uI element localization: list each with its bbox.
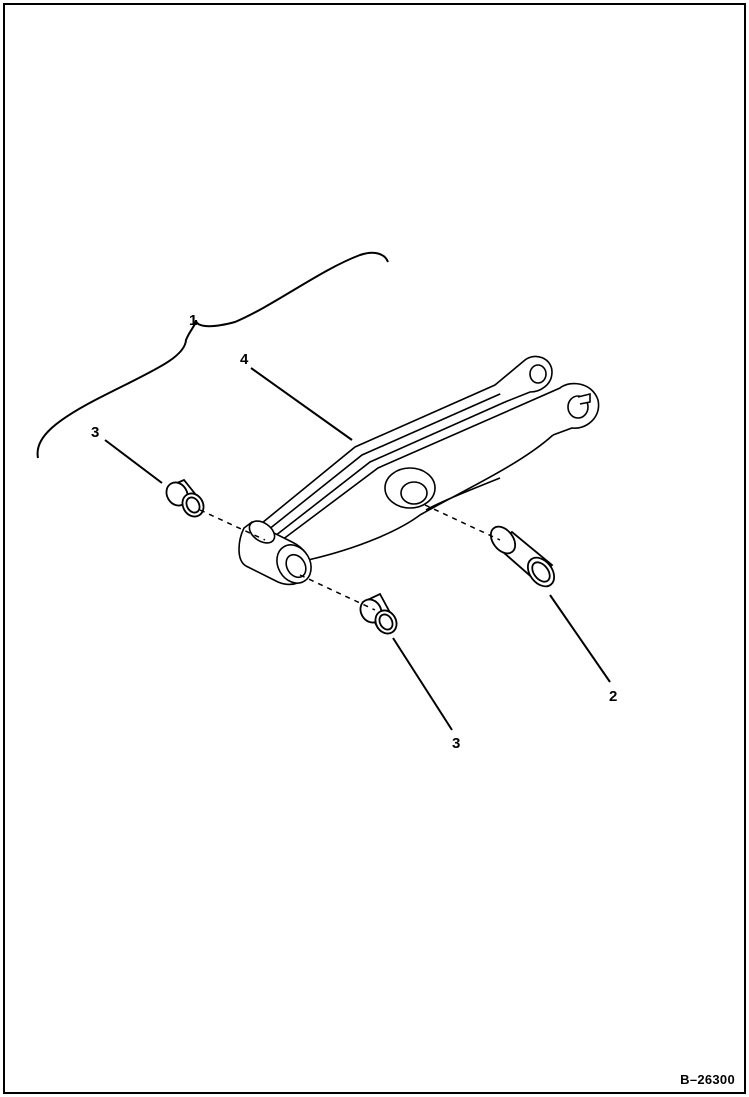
- bushing-small-upper: [165, 478, 205, 518]
- drawing-reference-number: B–26300: [680, 1072, 735, 1087]
- bushing-small-lower: [359, 592, 398, 635]
- callout-3-lower: 3: [452, 735, 460, 752]
- callout-1: 1: [189, 312, 197, 329]
- assembly-centerlines: [199, 504, 501, 611]
- drawing-frame: [3, 3, 746, 1094]
- callout-4: 4: [240, 351, 249, 368]
- callout-2: 2: [609, 688, 617, 705]
- arm-part: [238, 355, 600, 586]
- bushing-large: [489, 525, 556, 588]
- leader-lines: [104, 367, 611, 731]
- assembly-brace: [36, 251, 389, 459]
- callout-3-upper: 3: [91, 424, 99, 441]
